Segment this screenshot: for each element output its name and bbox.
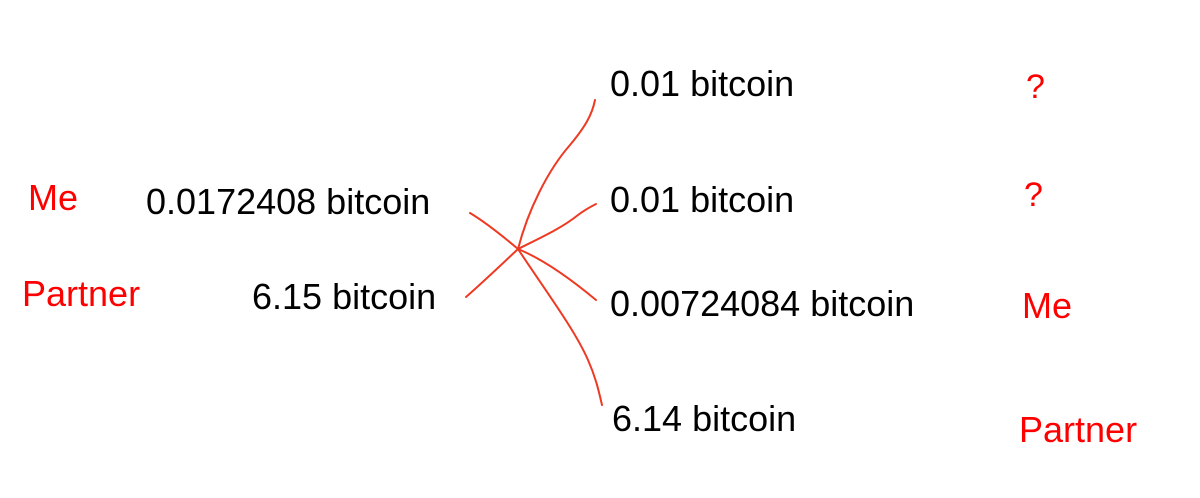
connector-input-partner xyxy=(465,248,519,298)
output-owner-3: Me xyxy=(1022,285,1073,326)
output-owner-2: ? xyxy=(1024,176,1043,214)
output-owner-4: Partner xyxy=(1019,409,1138,450)
input-amount-me: 0.0172408 bitcoin xyxy=(146,181,431,222)
output-amount-3: 0.00724084 bitcoin xyxy=(610,283,915,324)
connector-input-me xyxy=(469,212,519,250)
input-owner-me: Me xyxy=(28,177,79,218)
output-amount-2: 0.01 bitcoin xyxy=(610,179,795,220)
output-owner-1: ? xyxy=(1026,68,1045,106)
output-amount-4: 6.14 bitcoin xyxy=(612,398,797,439)
input-owner-partner: Partner xyxy=(22,273,141,314)
connector-output-4 xyxy=(517,248,603,406)
input-amount-partner: 6.15 bitcoin xyxy=(252,276,437,317)
connector-output-2 xyxy=(517,203,597,250)
output-amount-1: 0.01 bitcoin xyxy=(610,63,795,104)
connector-output-3 xyxy=(517,248,597,301)
connector-output-1 xyxy=(517,99,596,250)
